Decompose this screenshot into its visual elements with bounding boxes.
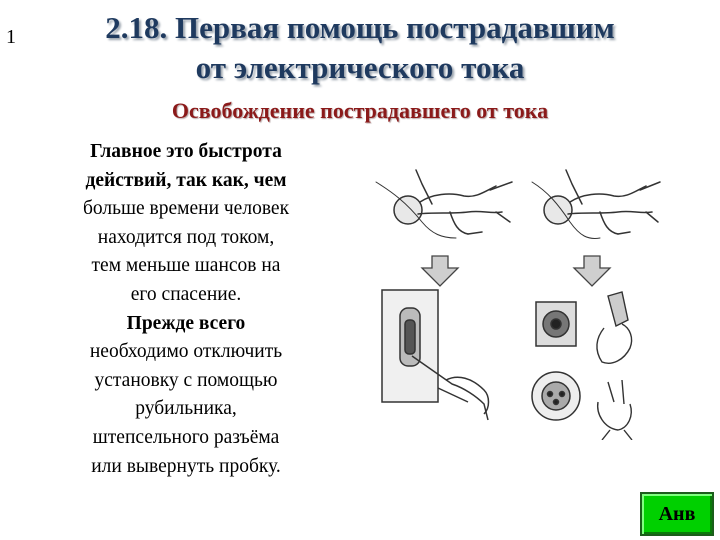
body-line: установку с помощью <box>94 369 278 391</box>
victim-figure-right <box>531 169 661 239</box>
body-line: Прежде всего <box>126 312 246 334</box>
disconnect-illustration <box>375 169 661 440</box>
body-line: больше времени человек <box>82 198 290 220</box>
body-text: Главное это быстрота действий, так как, … <box>40 138 332 481</box>
body-line: Главное это быстрота <box>90 141 282 162</box>
knife-switch <box>381 289 490 421</box>
plug-socket <box>535 301 577 347</box>
fuse-plug <box>531 371 581 421</box>
victim-figure-left <box>375 169 513 239</box>
body-line: его спасение. <box>130 283 242 305</box>
body-line: штепсельного разъёма <box>92 426 280 448</box>
body-line: рубильника, <box>135 398 237 420</box>
body-line: находится под током, <box>97 226 275 248</box>
body-line-bold-part: действий, так как, чем <box>85 169 287 191</box>
title-line-1: 2.18. Первая помощь пострадавшим <box>105 10 615 45</box>
arrow-down-icon <box>420 255 460 287</box>
body-line: тем меньше шансов на <box>91 255 281 277</box>
slide-number: 1 <box>6 26 16 48</box>
arrow-down-icon <box>572 255 612 287</box>
slide-title: 2.18. Первая помощь пострадавшим от элек… <box>40 8 680 88</box>
nav-button[interactable]: Анв <box>640 492 714 536</box>
title-line-2: от электрического тока <box>195 50 525 85</box>
body-line: или вывернуть пробку. <box>91 455 281 477</box>
body-line: действий, так как, чем <box>40 167 332 196</box>
body-line: необходимо отключить <box>89 341 283 363</box>
slide-subtitle: Освобождение пострадавшего от тока <box>171 98 549 123</box>
hand-pulling-plug <box>596 291 633 440</box>
